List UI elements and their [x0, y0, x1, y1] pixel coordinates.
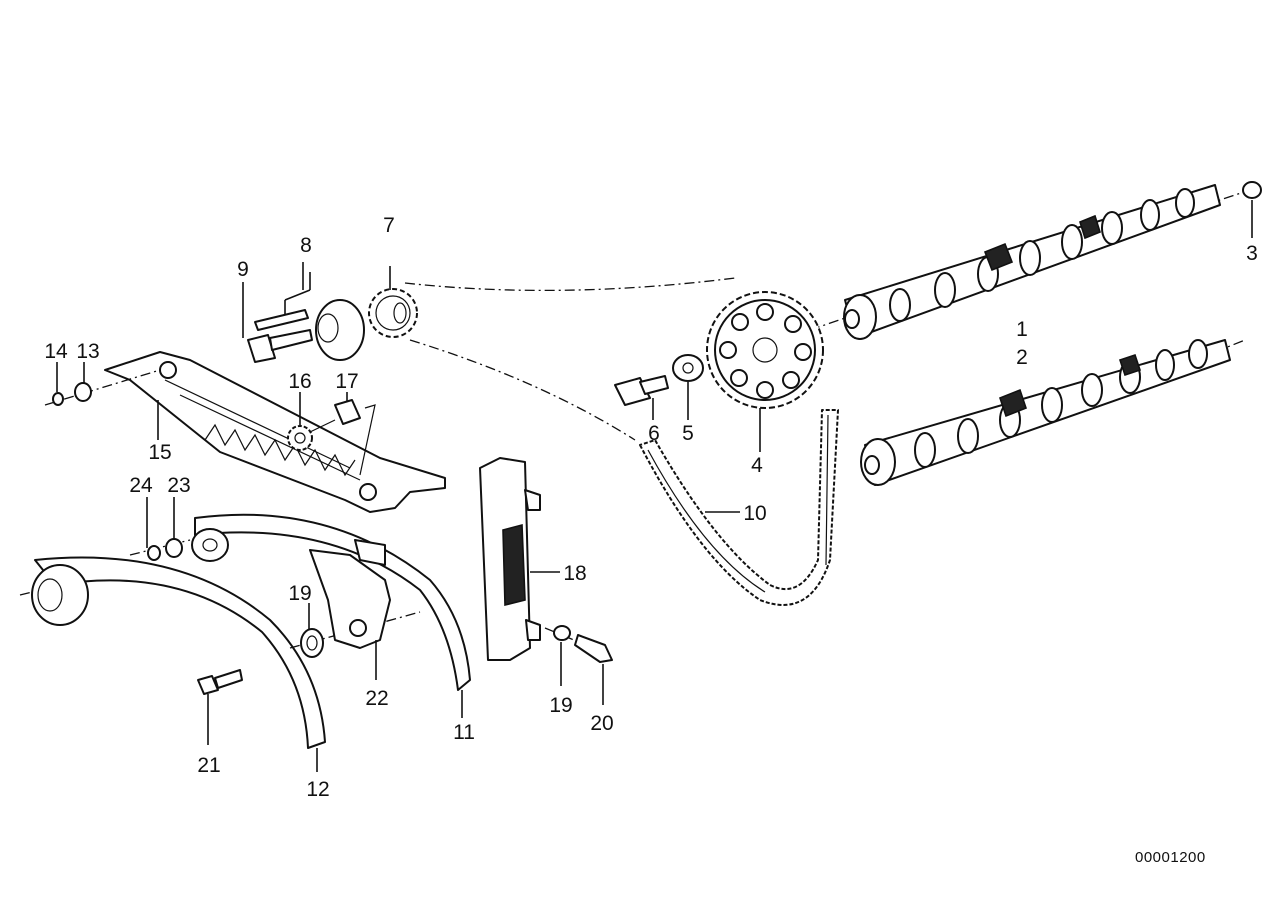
label-15: 15	[148, 441, 171, 464]
camshaft-upper	[809, 184, 1251, 340]
label-6: 6	[648, 422, 660, 445]
label-23: 23	[167, 474, 190, 497]
label-1: 1	[1016, 318, 1028, 341]
label-20: 20	[590, 712, 613, 735]
label-19-left: 19	[288, 582, 311, 605]
clip-and-washer	[44, 362, 161, 406]
label-10: 10	[743, 502, 766, 525]
pump-bolt	[242, 282, 313, 363]
label-11: 11	[453, 721, 475, 744]
label-12: 12	[306, 778, 329, 801]
washer-pair	[129, 497, 191, 561]
bolt-and-washer-right	[544, 625, 613, 705]
label-4: 4	[751, 454, 763, 477]
label-16: 16	[288, 370, 311, 393]
label-24: 24	[129, 474, 153, 497]
drawing-code: 00001200	[1135, 849, 1206, 866]
label-18: 18	[563, 562, 586, 585]
label-22: 22	[365, 687, 388, 710]
label-13: 13	[76, 340, 99, 363]
label-19-right: 19	[549, 694, 572, 717]
small-sprocket	[368, 266, 418, 338]
guide-bolt	[197, 669, 243, 745]
hex-bolt	[614, 375, 669, 420]
label-8: 8	[300, 234, 312, 257]
small-gear-and-bushing	[287, 392, 376, 476]
label-9: 9	[237, 258, 249, 281]
tensioner-bracket	[289, 539, 421, 680]
label-17: 17	[335, 370, 358, 393]
timing-chain	[639, 409, 839, 606]
label-2: 2	[1016, 346, 1028, 369]
guide-rail	[104, 351, 446, 513]
label-5: 5	[682, 422, 694, 445]
washer	[672, 354, 704, 420]
label-7: 7	[383, 214, 395, 237]
label-3: 3	[1246, 242, 1258, 265]
label-14: 14	[44, 340, 68, 363]
camshaft-sprocket	[706, 291, 824, 452]
label-21: 21	[197, 754, 220, 777]
oil-pump-hub	[254, 262, 365, 361]
camshaft-lower	[860, 339, 1246, 486]
end-plug	[1242, 181, 1262, 238]
lower-guide-rail	[19, 556, 326, 772]
chain-guide-rail	[191, 513, 471, 718]
tensioner-rail	[479, 457, 560, 661]
